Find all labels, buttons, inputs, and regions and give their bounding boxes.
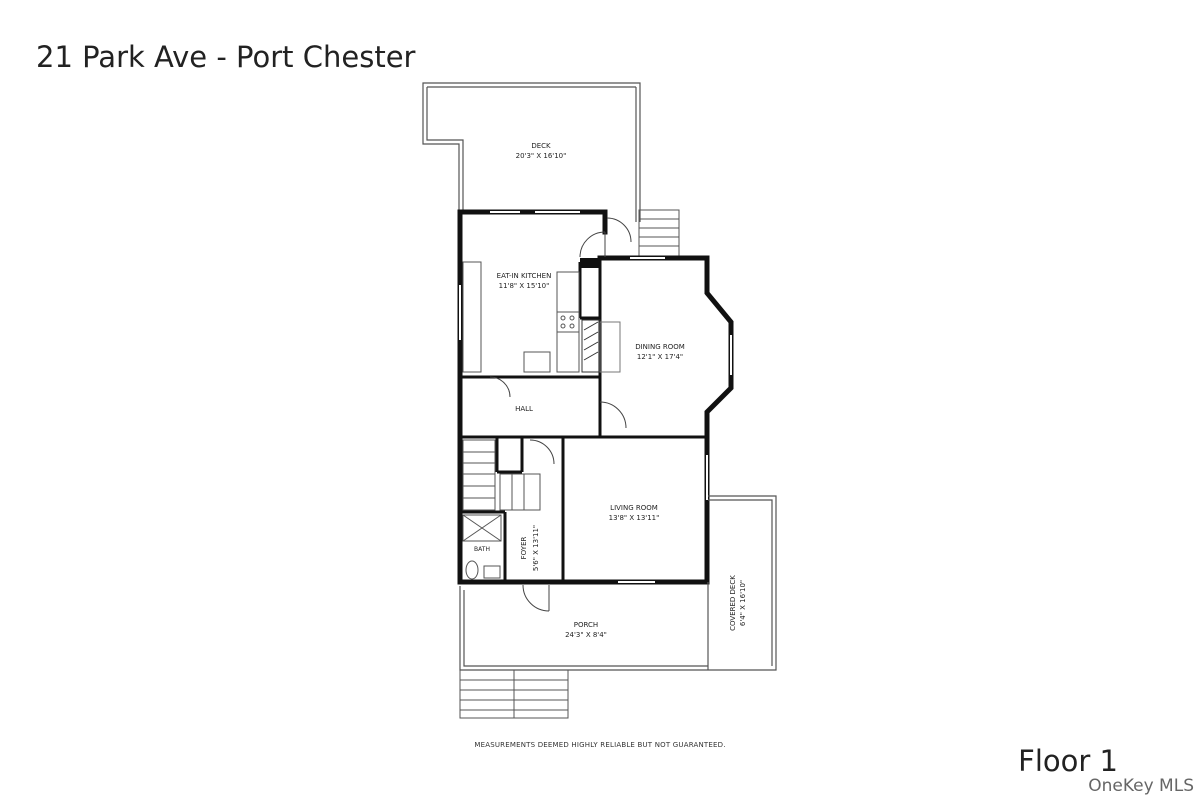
hall-name: HALL (515, 405, 533, 413)
living-size: 13'8" X 13'11" (609, 514, 660, 522)
interior-stairs (462, 439, 541, 511)
deck-outline (422, 82, 641, 222)
floor-label: Floor 1 (1018, 744, 1118, 778)
deck-size: 20'3" X 16'10" (516, 152, 567, 160)
page-title: 21 Park Ave - Port Chester (36, 40, 416, 74)
foyer-name: FOYER (520, 537, 528, 560)
kitchen-counters (462, 261, 580, 373)
covered-deck-name: COVERED DECK (729, 575, 737, 631)
porch-name: PORCH (574, 621, 598, 629)
dining-size: 12'1" X 17'4" (637, 353, 683, 361)
kitchen-name: EAT-IN KITCHEN (497, 272, 552, 280)
interior-walls (460, 258, 707, 582)
covered-deck-size: 6'4" X 16'10" (739, 580, 747, 626)
room-labels: DECK 20'3" X 16'10" EAT-IN KITCHEN 11'8"… (474, 142, 747, 639)
fireplace (580, 258, 621, 373)
measurement-disclaimer: MEASUREMENTS DEEMED HIGHLY RELIABLE BUT … (474, 741, 726, 749)
front-stairs (459, 669, 569, 719)
deck-stairs (638, 209, 680, 257)
dining-name: DINING ROOM (635, 343, 685, 351)
covered-deck-outline (708, 495, 777, 671)
living-name: LIVING ROOM (610, 504, 658, 512)
deck-name: DECK (531, 142, 551, 150)
bath-name: BATH (474, 546, 490, 553)
kitchen-size: 11'8" X 15'10" (499, 282, 550, 290)
bath-fixtures (462, 514, 502, 580)
windows (459, 211, 732, 583)
watermark-logo: OneKey MLS (1088, 776, 1194, 796)
foyer-size: 5'6" X 13'11" (532, 525, 540, 571)
door-swings (489, 217, 632, 612)
porch-size: 24'3" X 8'4" (565, 631, 607, 639)
